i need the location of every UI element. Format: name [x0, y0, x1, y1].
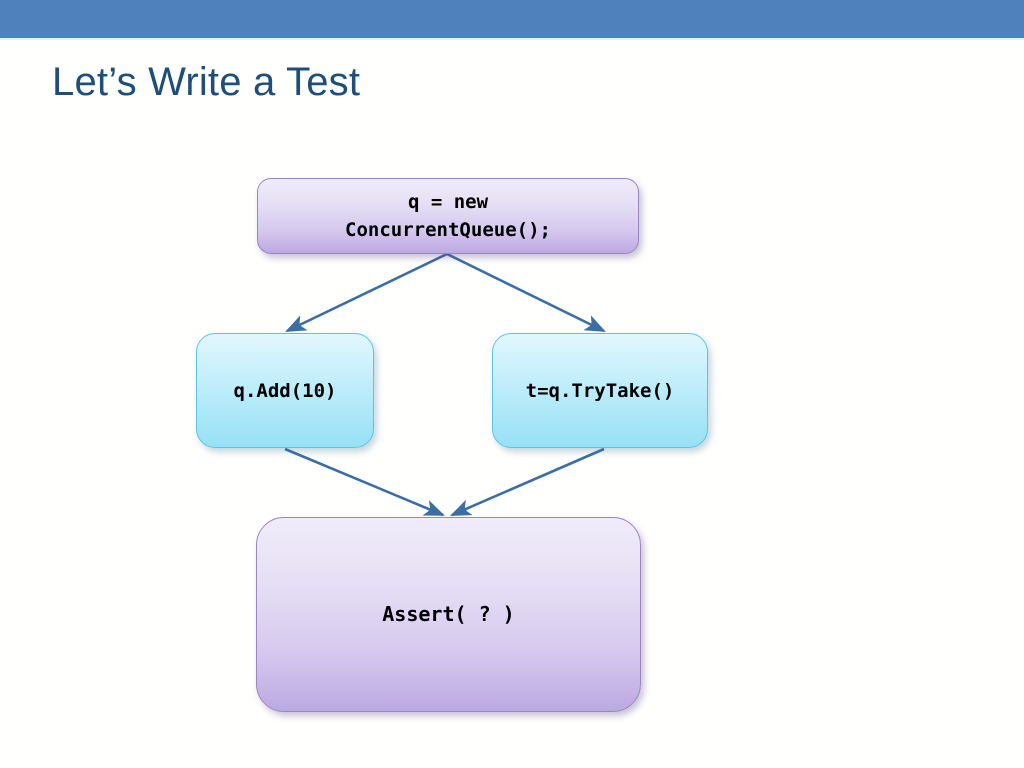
header-underline — [0, 38, 1024, 40]
arrow-trytake-to-assert — [450, 447, 605, 517]
arrow-init-to-trytake — [446, 252, 606, 333]
page-title: Let’s Write a Test — [52, 60, 361, 104]
flow-node-init[interactable]: q = new ConcurrentQueue(); — [257, 178, 639, 254]
arrow-init-to-add — [285, 252, 448, 333]
header-band — [0, 0, 1024, 38]
flow-node-assert[interactable]: Assert( ? ) — [256, 517, 641, 712]
arrow-add-to-assert — [284, 447, 445, 517]
flow-node-add[interactable]: q.Add(10) — [196, 333, 374, 448]
flow-node-trytake[interactable]: t=q.TryTake() — [492, 333, 708, 448]
